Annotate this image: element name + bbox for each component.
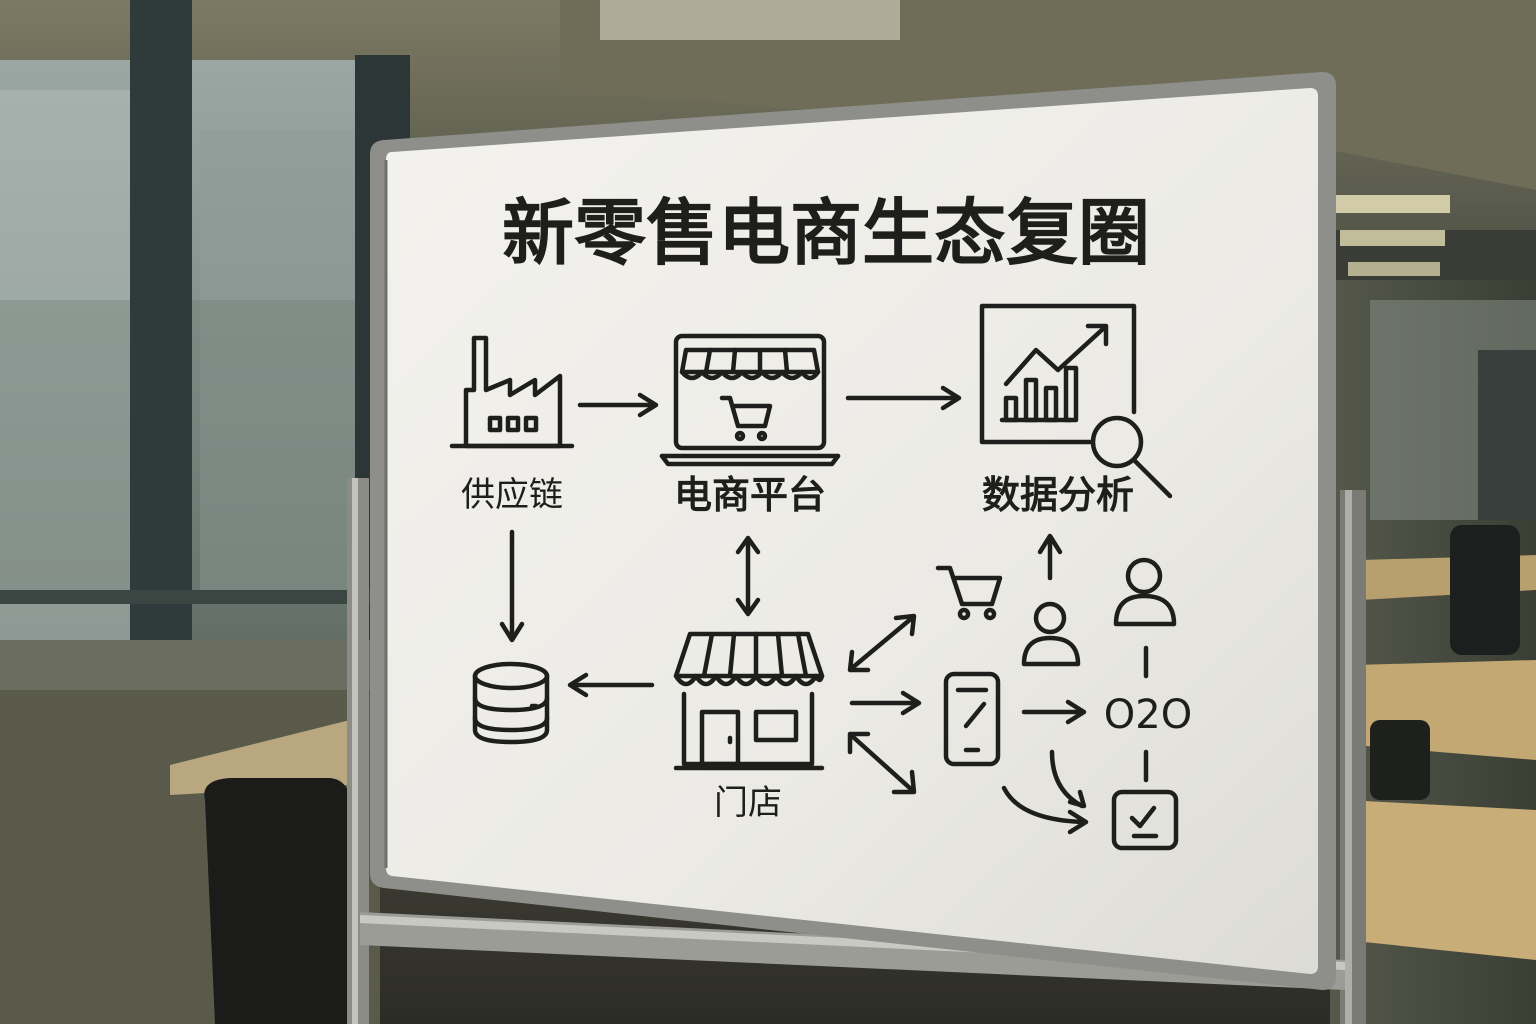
factory-icon: [449, 335, 575, 449]
whiteboard: [370, 72, 1336, 990]
ceiling-light: [1348, 262, 1440, 276]
desk: [1345, 800, 1536, 960]
checklist-icon: [1111, 789, 1179, 851]
ceiling-light: [1340, 230, 1445, 246]
desk: [170, 720, 350, 795]
storefront-icon: [673, 631, 825, 771]
arrow: [1037, 533, 1063, 581]
smartphone-icon: [943, 671, 1001, 767]
arrow: [1049, 749, 1087, 809]
node-label-data-analysis: 数据分析: [982, 473, 1134, 517]
node-label-store: 门店: [714, 783, 782, 823]
office-chair: [1370, 720, 1430, 800]
window-wall: [0, 0, 410, 700]
database-icon: [472, 661, 550, 745]
arrow: [567, 672, 655, 698]
shopping-cart-icon: [935, 565, 1003, 621]
laptop-storefront-icon: [659, 333, 841, 467]
ceiling-light: [1330, 195, 1450, 213]
node-label-o2o: O2O: [1104, 692, 1192, 738]
arrow: [1001, 785, 1089, 835]
arrow: [849, 690, 922, 716]
board-labels: 新零售电商生态复圈 供应链 电商平台 数据分析 门店 O2O: [461, 191, 1192, 823]
arrow: [577, 392, 659, 418]
user-icon: [1113, 557, 1177, 627]
arrow: [1021, 699, 1087, 725]
chart-magnifier-icon: [979, 303, 1173, 499]
node-label-ecommerce-platform: 电商平台: [674, 473, 826, 517]
arrow: [845, 385, 962, 411]
arrow: [847, 731, 917, 795]
arrow: [847, 613, 917, 673]
arrow: [499, 529, 525, 643]
node-label-supply-chain: 供应链: [461, 475, 563, 515]
window-mullion: [130, 0, 192, 700]
office-chair: [1450, 525, 1520, 655]
ceiling-light: [600, 0, 900, 40]
board-title: 新零售电商生态复圈: [502, 191, 1150, 275]
office-chair: [204, 778, 350, 1024]
arrow: [735, 535, 761, 617]
user-icon: [1021, 601, 1081, 667]
board-diagram: [449, 303, 1179, 851]
